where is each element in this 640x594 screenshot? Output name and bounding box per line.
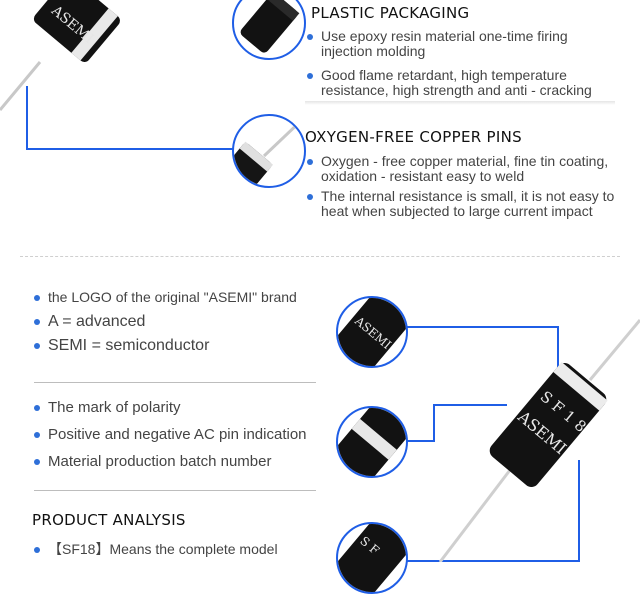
connector-line xyxy=(404,440,434,442)
separator xyxy=(34,382,316,383)
list-item: the LOGO of the original "ASEMI" brand xyxy=(32,290,332,305)
list-item: SEMI = semiconductor xyxy=(32,338,332,354)
copper-pins-title: OXYGEN-FREE COPPER PINS xyxy=(305,128,522,146)
list-item: The internal resistance is small, it is … xyxy=(305,189,625,219)
connector-line xyxy=(557,326,559,382)
connector-line xyxy=(26,86,28,150)
connector-line xyxy=(578,460,580,562)
zoom-circle-plastic xyxy=(232,0,306,60)
connector-line xyxy=(404,326,559,328)
polarity-list: The mark of polarity Positive and negati… xyxy=(32,400,332,469)
copper-pins-list: Oxygen - free copper material, fine tin … xyxy=(305,154,625,219)
list-item: Good flame retardant, high temperature r… xyxy=(305,68,605,98)
list-item: Use epoxy resin material one-time firing… xyxy=(305,29,605,59)
zoom-circle-model: S F xyxy=(336,522,408,594)
diode-body: ASEMI xyxy=(33,0,120,62)
zoom-circle-copper xyxy=(232,114,306,188)
logo-meaning-list: the LOGO of the original "ASEMI" brand A… xyxy=(32,290,332,354)
diode-top-image: ASEMI xyxy=(0,0,120,111)
connector-line xyxy=(404,560,580,562)
connector-line xyxy=(433,404,507,406)
plastic-packaging-title: PLASTIC PACKAGING xyxy=(311,4,470,22)
zoom-circle-polarity xyxy=(336,406,408,478)
list-item: Material production batch number xyxy=(32,454,332,469)
connector-line xyxy=(433,404,435,442)
diode-lead-wire xyxy=(588,319,640,381)
diode-lead-wire xyxy=(438,469,512,562)
diode-large-image: S F 1 8 ASEMI xyxy=(438,319,640,562)
zoom-circle-logo: ASEMI xyxy=(336,296,408,368)
separator xyxy=(34,490,316,491)
list-item: Oxygen - free copper material, fine tin … xyxy=(305,154,625,184)
connector-line xyxy=(26,148,236,150)
list-item: The mark of polarity xyxy=(32,400,332,415)
list-item: A = advanced xyxy=(32,314,332,330)
list-item: Positive and negative AC pin indication xyxy=(32,427,332,442)
divider-shadow xyxy=(305,101,615,105)
list-item: 【SF18】Means the complete model xyxy=(32,542,332,557)
diode-body: S F 1 8 ASEMI xyxy=(489,362,608,487)
section-divider xyxy=(20,256,620,257)
diode-lead-wire xyxy=(0,61,42,111)
product-analysis-title: PRODUCT ANALYSIS xyxy=(32,511,186,529)
plastic-packaging-list: Use epoxy resin material one-time firing… xyxy=(305,29,605,98)
product-analysis-list: 【SF18】Means the complete model xyxy=(32,542,332,557)
